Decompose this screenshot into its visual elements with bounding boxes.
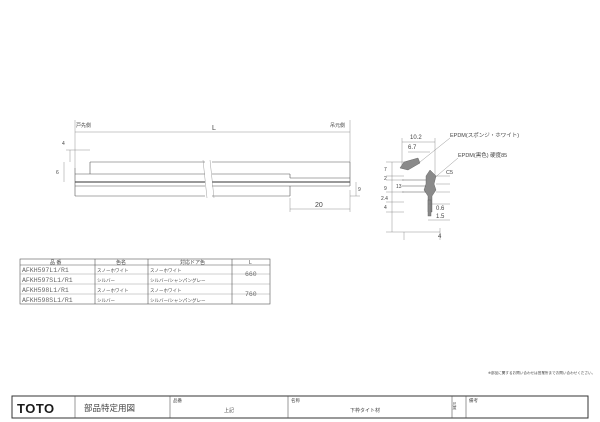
dim-20-label: 20 xyxy=(315,202,323,209)
svg-text:シルバー/シャンパングレー: シルバー/シャンパングレー xyxy=(150,297,206,304)
cross-section: 10.2 6.7 EPDM(スポンジ・ホワイト) EPDM(黒色) 硬度85 7… xyxy=(381,132,519,240)
dim-stack-5: 4 xyxy=(384,205,387,211)
dim-0-6-label: 0.6 xyxy=(436,206,445,212)
toto-logo: TOTO xyxy=(17,401,55,416)
dim-6-7-label: 6.7 xyxy=(408,145,417,151)
name-value: 下枠タイト材 xyxy=(350,407,380,414)
svg-text:シルバー: シルバー xyxy=(97,298,115,303)
name-label: 名称 xyxy=(291,397,300,404)
sponge-lip xyxy=(399,157,421,171)
scale-label: 尺度 xyxy=(452,402,457,410)
dim-4-bottom-label: 4 xyxy=(438,234,442,240)
remarks-label: 備考 xyxy=(469,397,478,404)
dim-10-2-label: 10.2 xyxy=(410,135,422,141)
svg-text:スノーホワイト: スノーホワイト xyxy=(150,268,182,273)
footnote: ※部品に関するお問い合わせは営業所までお問い合わせください。 xyxy=(488,370,595,375)
svg-text:660: 660 xyxy=(245,271,257,278)
th-door-color: 対応ドア色 xyxy=(180,259,205,266)
svg-text:AFKH598L1/R1: AFKH598L1/R1 xyxy=(22,287,69,294)
table-row: AFKH597SL1/R1 シルバー シルバー/シャンパングレー xyxy=(22,277,206,284)
parts-table: 品 番 色名 対応ドア色 L AFKH597L1/R1 スノーホワイト スノーホ… xyxy=(19,258,271,305)
svg-text:シルバー/シャンパングレー: シルバー/シャンパングレー xyxy=(150,277,206,284)
dim-stack-0: 7 xyxy=(384,167,387,173)
svg-text:760: 760 xyxy=(245,291,257,298)
epdm-sponge-label: EPDM(スポンジ・ホワイト) xyxy=(450,132,519,139)
svg-text:スノーホワイト: スノーホワイト xyxy=(150,288,182,293)
dim-l-label: L xyxy=(212,125,216,132)
bar-body xyxy=(74,159,351,199)
label-door-tip-side: 戸先側 xyxy=(76,122,91,129)
dim-stack-3: 9 xyxy=(384,186,387,192)
table-row: AFKH597L1/R1 スノーホワイト スノーホワイト 660 xyxy=(22,267,257,278)
dim-4-label: 4 xyxy=(62,141,65,147)
dim-stack-1: 2 xyxy=(384,176,387,182)
table-row: AFKH598SL1/R1 シルバー シルバー/シャンパングレー xyxy=(22,297,206,304)
side-view: L 戸先側 吊元側 xyxy=(56,120,361,212)
seal-stem xyxy=(427,199,432,217)
doc-type: 部品特定用図 xyxy=(84,403,135,413)
svg-text:AFKH598SL1/R1: AFKH598SL1/R1 xyxy=(22,297,73,304)
hinban-value: 上記 xyxy=(224,407,234,414)
title-block: TOTO 部品特定用図 品番 上記 名称 下枠タイト材 尺度 備考 xyxy=(11,395,589,419)
dim-9-label: 9 xyxy=(358,187,361,193)
svg-text:スノーホワイト: スノーホワイト xyxy=(97,288,129,293)
epdm-black-label: EPDM(黒色) 硬度85 xyxy=(458,151,507,159)
dim-6-label: 6 xyxy=(56,170,59,176)
dim-stack-4: 2.4 xyxy=(381,196,388,202)
svg-text:AFKH597L1/R1: AFKH597L1/R1 xyxy=(22,267,69,274)
th-color: 色名 xyxy=(116,259,126,266)
dim-stack-2: 13 xyxy=(396,184,402,190)
dim-1-5-label: 1.5 xyxy=(436,214,445,220)
table-row: AFKH598L1/R1 スノーホワイト スノーホワイト 760 xyxy=(22,287,257,298)
svg-text:シルバー: シルバー xyxy=(97,278,115,283)
svg-text:スノーホワイト: スノーホワイト xyxy=(97,268,129,273)
dim-c5-label: C5 xyxy=(446,170,453,176)
hinban-label: 品番 xyxy=(173,397,182,404)
svg-text:AFKH597SL1/R1: AFKH597SL1/R1 xyxy=(22,277,73,284)
th-part-no: 品 番 xyxy=(50,259,61,266)
label-hinge-side: 吊元側 xyxy=(330,122,345,129)
th-l: L xyxy=(249,260,252,266)
